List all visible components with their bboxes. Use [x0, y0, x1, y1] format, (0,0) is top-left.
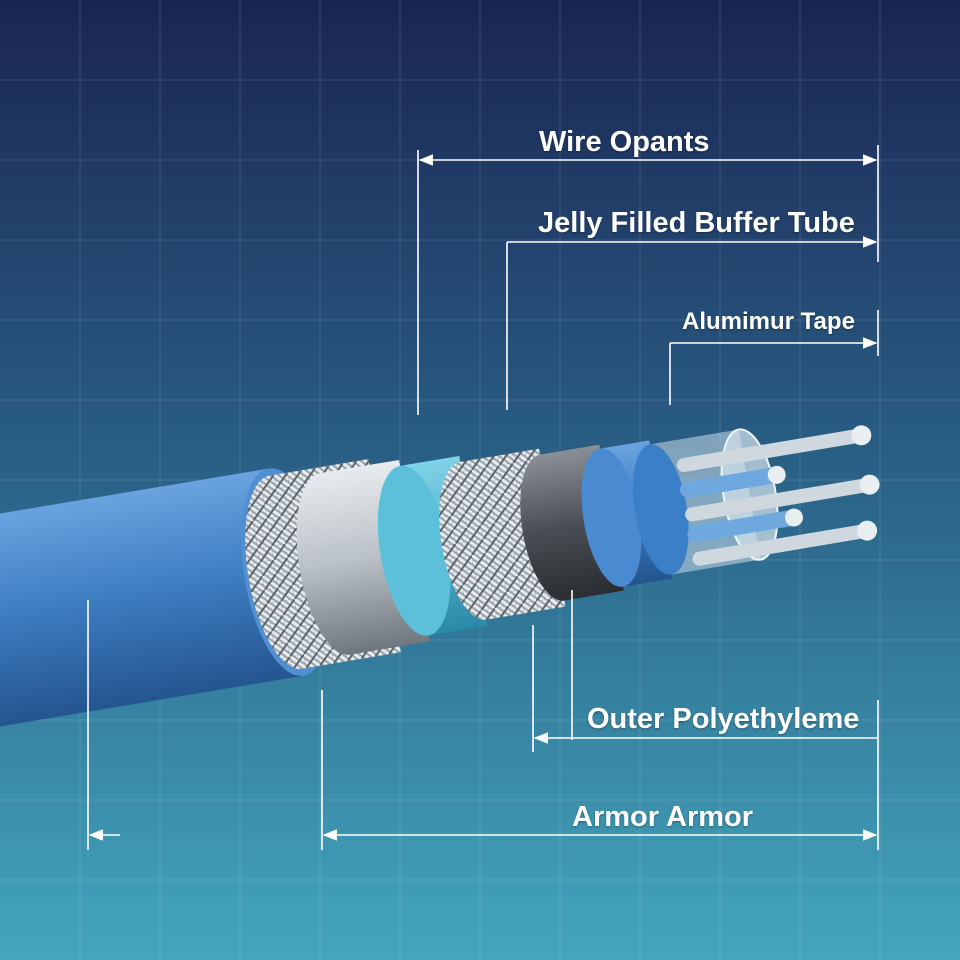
- annotation-lines: [87, 145, 879, 850]
- outer-jacket: [0, 468, 304, 731]
- wire-strands: [676, 425, 880, 566]
- label-jelly-filled-buffer-tube: Jelly Filled Buffer Tube: [538, 207, 855, 239]
- cable-illustration: [0, 425, 880, 731]
- label-wire: Wire Opants: [539, 126, 710, 158]
- label-armor: Armor Armor: [572, 801, 754, 833]
- label-aluminum-tape: Alumimur Tape: [682, 308, 855, 335]
- label-outer-polyethylene: Outer Polyethyleme: [587, 703, 860, 735]
